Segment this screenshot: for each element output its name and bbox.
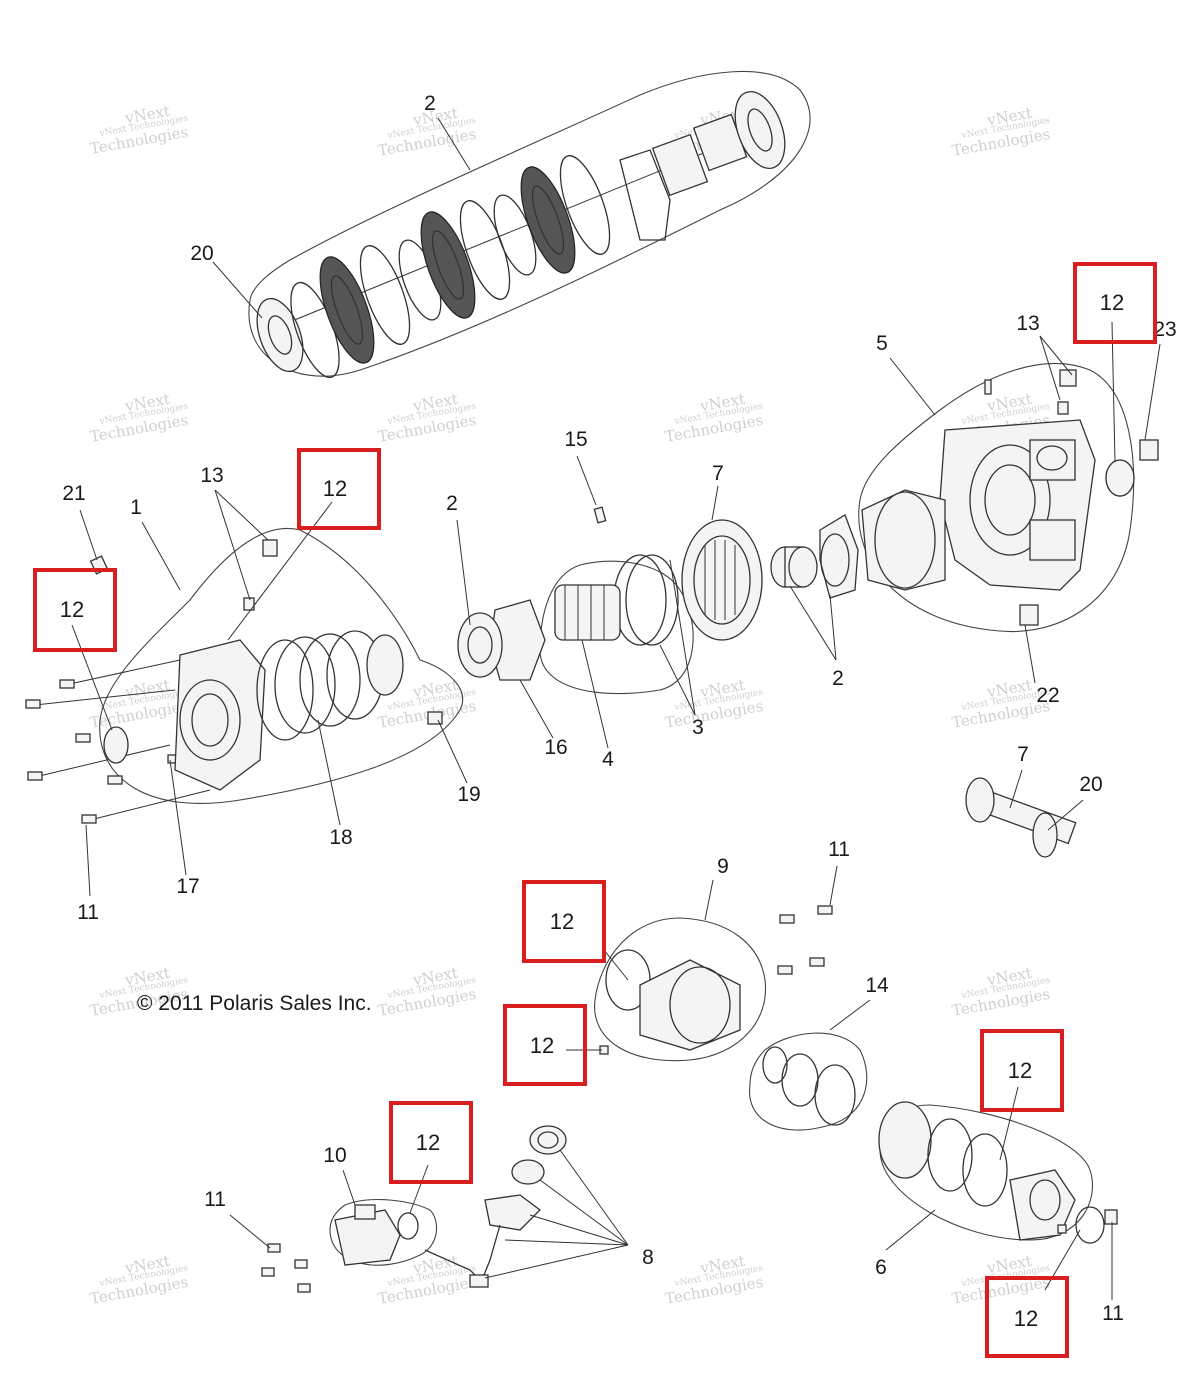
watermark: vNext Technologies vNext Technologies — [951, 104, 1052, 160]
callout-14: 14 — [865, 974, 889, 997]
watermark: vNext Technologies vNext Technologies — [951, 964, 1052, 1020]
svg-text:12: 12 — [550, 909, 574, 934]
group-outline-actuator-cover — [594, 917, 767, 1062]
callout-8: 8 — [642, 1246, 654, 1269]
boxed-callout-12-left: 12 — [33, 568, 117, 652]
boxed-callout-12-top-right: 12 — [1073, 262, 1157, 344]
callout-18: 18 — [329, 826, 352, 849]
callout-2-right: 2 — [832, 667, 844, 690]
watermark: vNext Technologies vNext Technologies — [89, 102, 190, 158]
group-outline-main-housing — [858, 362, 1135, 632]
roller-cage-4 — [554, 584, 621, 641]
svg-text:12: 12 — [416, 1130, 440, 1155]
svg-text:12: 12 — [530, 1033, 554, 1058]
cover-assembly — [25, 539, 443, 824]
svg-text:12: 12 — [60, 597, 84, 622]
watermark: vNext Technologies vNext Technologies — [89, 676, 190, 732]
callout-1: 1 — [130, 496, 142, 519]
output-assembly — [878, 1101, 1118, 1244]
callout-7-mid: 7 — [712, 462, 724, 485]
boxed-callout-12-bottom-left: 12 — [389, 1101, 473, 1184]
callout-11-bottom-right: 11 — [1102, 1302, 1124, 1325]
actuator-assembly — [261, 1125, 567, 1293]
callout-20-right: 20 — [1079, 773, 1102, 796]
watermark: vNext Technologies vNext Technologies — [377, 964, 478, 1020]
watermark: vNext Technologies vNext Technologies — [377, 390, 478, 446]
watermark: vNext Technologies vNext Technologies — [89, 1252, 190, 1308]
callout-11-mid: 11 — [828, 838, 850, 861]
callout-15: 15 — [564, 428, 587, 451]
copyright-text: © 2011 Polaris Sales Inc. — [137, 992, 372, 1015]
callout-16: 16 — [544, 736, 567, 759]
svg-text:12: 12 — [1008, 1058, 1032, 1083]
callout-2-mid: 2 — [446, 492, 458, 515]
callout-3: 3 — [692, 716, 704, 739]
callout-4: 4 — [602, 748, 614, 771]
bearing-2-right — [770, 546, 818, 588]
callout-21: 21 — [62, 482, 85, 505]
callout-labels: 2 20 5 13 23 21 1 13 2 15 7 2 22 16 4 3 … — [62, 92, 1176, 1325]
cage-3 — [613, 554, 679, 646]
callout-19: 19 — [457, 783, 480, 806]
callout-17: 17 — [176, 875, 199, 898]
callout-23: 23 — [1153, 318, 1176, 341]
callout-11-bottom-left: 11 — [204, 1188, 226, 1211]
svg-text:12: 12 — [1100, 290, 1124, 315]
highlighted-callouts: 12 12 12 12 12 12 12 12 — [33, 262, 1157, 1358]
main-housing — [861, 369, 1159, 626]
group-outline-clutch-pack — [248, 70, 811, 377]
bearing-20-top — [256, 297, 304, 373]
callout-9: 9 — [717, 855, 729, 878]
callout-13-right: 13 — [1016, 312, 1039, 335]
actuator-cover-assembly — [599, 905, 833, 1055]
ring-gear-7 — [681, 519, 763, 641]
middle-gears — [457, 506, 859, 681]
callout-10: 10 — [323, 1144, 346, 1167]
callout-11-left: 11 — [77, 901, 99, 924]
group-outline-actuator — [329, 1199, 438, 1266]
boxed-callout-12-upper-left: 12 — [297, 448, 381, 530]
watermark: vNext Technologies vNext Technologies — [664, 390, 765, 446]
clutch-pack-assembly — [256, 91, 786, 379]
watermark: vNext Technologies vNext Technologies — [377, 104, 478, 160]
svg-text:12: 12 — [1014, 1306, 1038, 1331]
callout-20-top: 20 — [190, 242, 213, 265]
boxed-callout-12-cover-top: 12 — [522, 880, 606, 963]
pinion-shaft — [965, 777, 1077, 858]
group-outline-output-assembly — [879, 1104, 1094, 1241]
watermark: vNext Technologies vNext Technologies — [89, 390, 190, 446]
callout-13-left: 13 — [200, 464, 223, 487]
group-outline-cover — [99, 528, 464, 804]
boxed-callout-12-cover-bottom: 12 — [503, 1004, 587, 1086]
seal-12-housing — [1105, 459, 1135, 497]
watermark: vNext Technologies vNext Technologies — [664, 1252, 765, 1308]
callout-5: 5 — [876, 332, 888, 355]
callout-2-top: 2 — [424, 92, 436, 115]
callout-6: 6 — [875, 1256, 887, 1279]
group-outline-seal-set — [749, 1032, 868, 1131]
seal-set — [762, 1046, 856, 1126]
leader-lines — [71, 117, 1161, 1300]
callout-22: 22 — [1036, 684, 1059, 707]
callout-7-right: 7 — [1017, 743, 1029, 766]
svg-text:12: 12 — [323, 476, 347, 501]
hub-16 — [457, 599, 546, 681]
boxed-callout-12-bottom-right: 12 — [985, 1276, 1069, 1358]
boxed-callout-12-lower-right: 12 — [980, 1029, 1064, 1112]
group-outline-gear-cage — [539, 560, 694, 695]
